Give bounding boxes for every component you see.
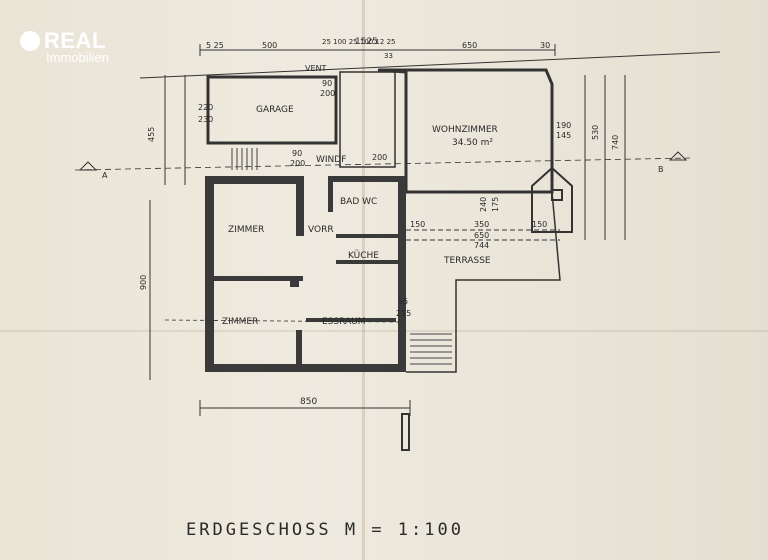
label-wohnzimmer: WOHNZIMMER (432, 125, 498, 135)
paper-fold-vertical (362, 0, 365, 560)
logo-brand-text: REAL (44, 28, 106, 53)
label-bad-wc: BAD WC (340, 197, 377, 207)
dim-b850: 850 (300, 397, 317, 407)
dim-d744: 744 (474, 241, 489, 250)
label-garage: GARAGE (256, 105, 294, 115)
dim-v900: 900 (139, 275, 148, 290)
dim-d90a: 90 (322, 79, 332, 88)
label-vorr: VORR (308, 225, 334, 235)
garage-outline (206, 75, 338, 145)
label-wohnzimmer-area: 34.50 m² (452, 138, 493, 148)
dim-d200b: 200 (290, 159, 305, 168)
dim-w190: 190 (556, 121, 571, 130)
dim-d150a: 150 (410, 220, 425, 229)
dim-w145: 145 (556, 131, 571, 140)
logo-mark-icon (20, 31, 40, 51)
dim-top-f: 33 (384, 52, 393, 60)
paper-fold-horizontal (0, 330, 768, 332)
dim-d175: 175 (491, 197, 500, 212)
dim-v455: 455 (147, 127, 156, 142)
dim-d150b: 150 (532, 220, 547, 229)
dim-line-top-2 (139, 51, 721, 79)
logo-sub-text: Immobilien (46, 50, 109, 65)
label-kueche: KÜCHE (348, 250, 379, 261)
label-windf: WINDF (316, 155, 346, 165)
dim-v530: 530 (591, 125, 600, 140)
label-essraum: ESSRAUM (322, 317, 366, 327)
dim-d200c: 200 (372, 153, 387, 162)
label-zimmer-1: ZIMMER (228, 225, 264, 235)
label-terrasse: TERRASSE (443, 256, 491, 266)
dim-d95: 95 (398, 297, 408, 306)
plan-title: ERDGESCHOSS M = 1:100 (186, 520, 464, 540)
dim-d650: 650 (474, 231, 489, 240)
real-immobilien-logo: REAL Immobilien (20, 28, 109, 65)
section-label-a: A (102, 171, 108, 180)
label-vent: VENT (305, 64, 327, 73)
dim-d90b: 90 (292, 149, 302, 158)
dim-top-d: 650 (462, 41, 477, 50)
dim-top-b: 500 (262, 41, 277, 50)
dim-top-e: 30 (540, 41, 550, 50)
dim-top-a: 5 25 (206, 41, 224, 50)
dim-top-c: 25 100 25 100 12 25 (322, 38, 395, 46)
dim-total-width: 1525 (355, 37, 378, 47)
dim-g220: 220 (198, 103, 213, 112)
dim-d240: 240 (479, 197, 488, 212)
dim-d350: 350 (474, 220, 489, 229)
dim-d200a: 200 (320, 89, 335, 98)
section-label-b: B (658, 165, 664, 174)
dim-g230: 230 (198, 115, 213, 124)
dim-v740: 740 (611, 135, 620, 150)
dim-d215: 215 (396, 309, 411, 318)
label-zimmer-2: ZIMMER (222, 317, 258, 327)
